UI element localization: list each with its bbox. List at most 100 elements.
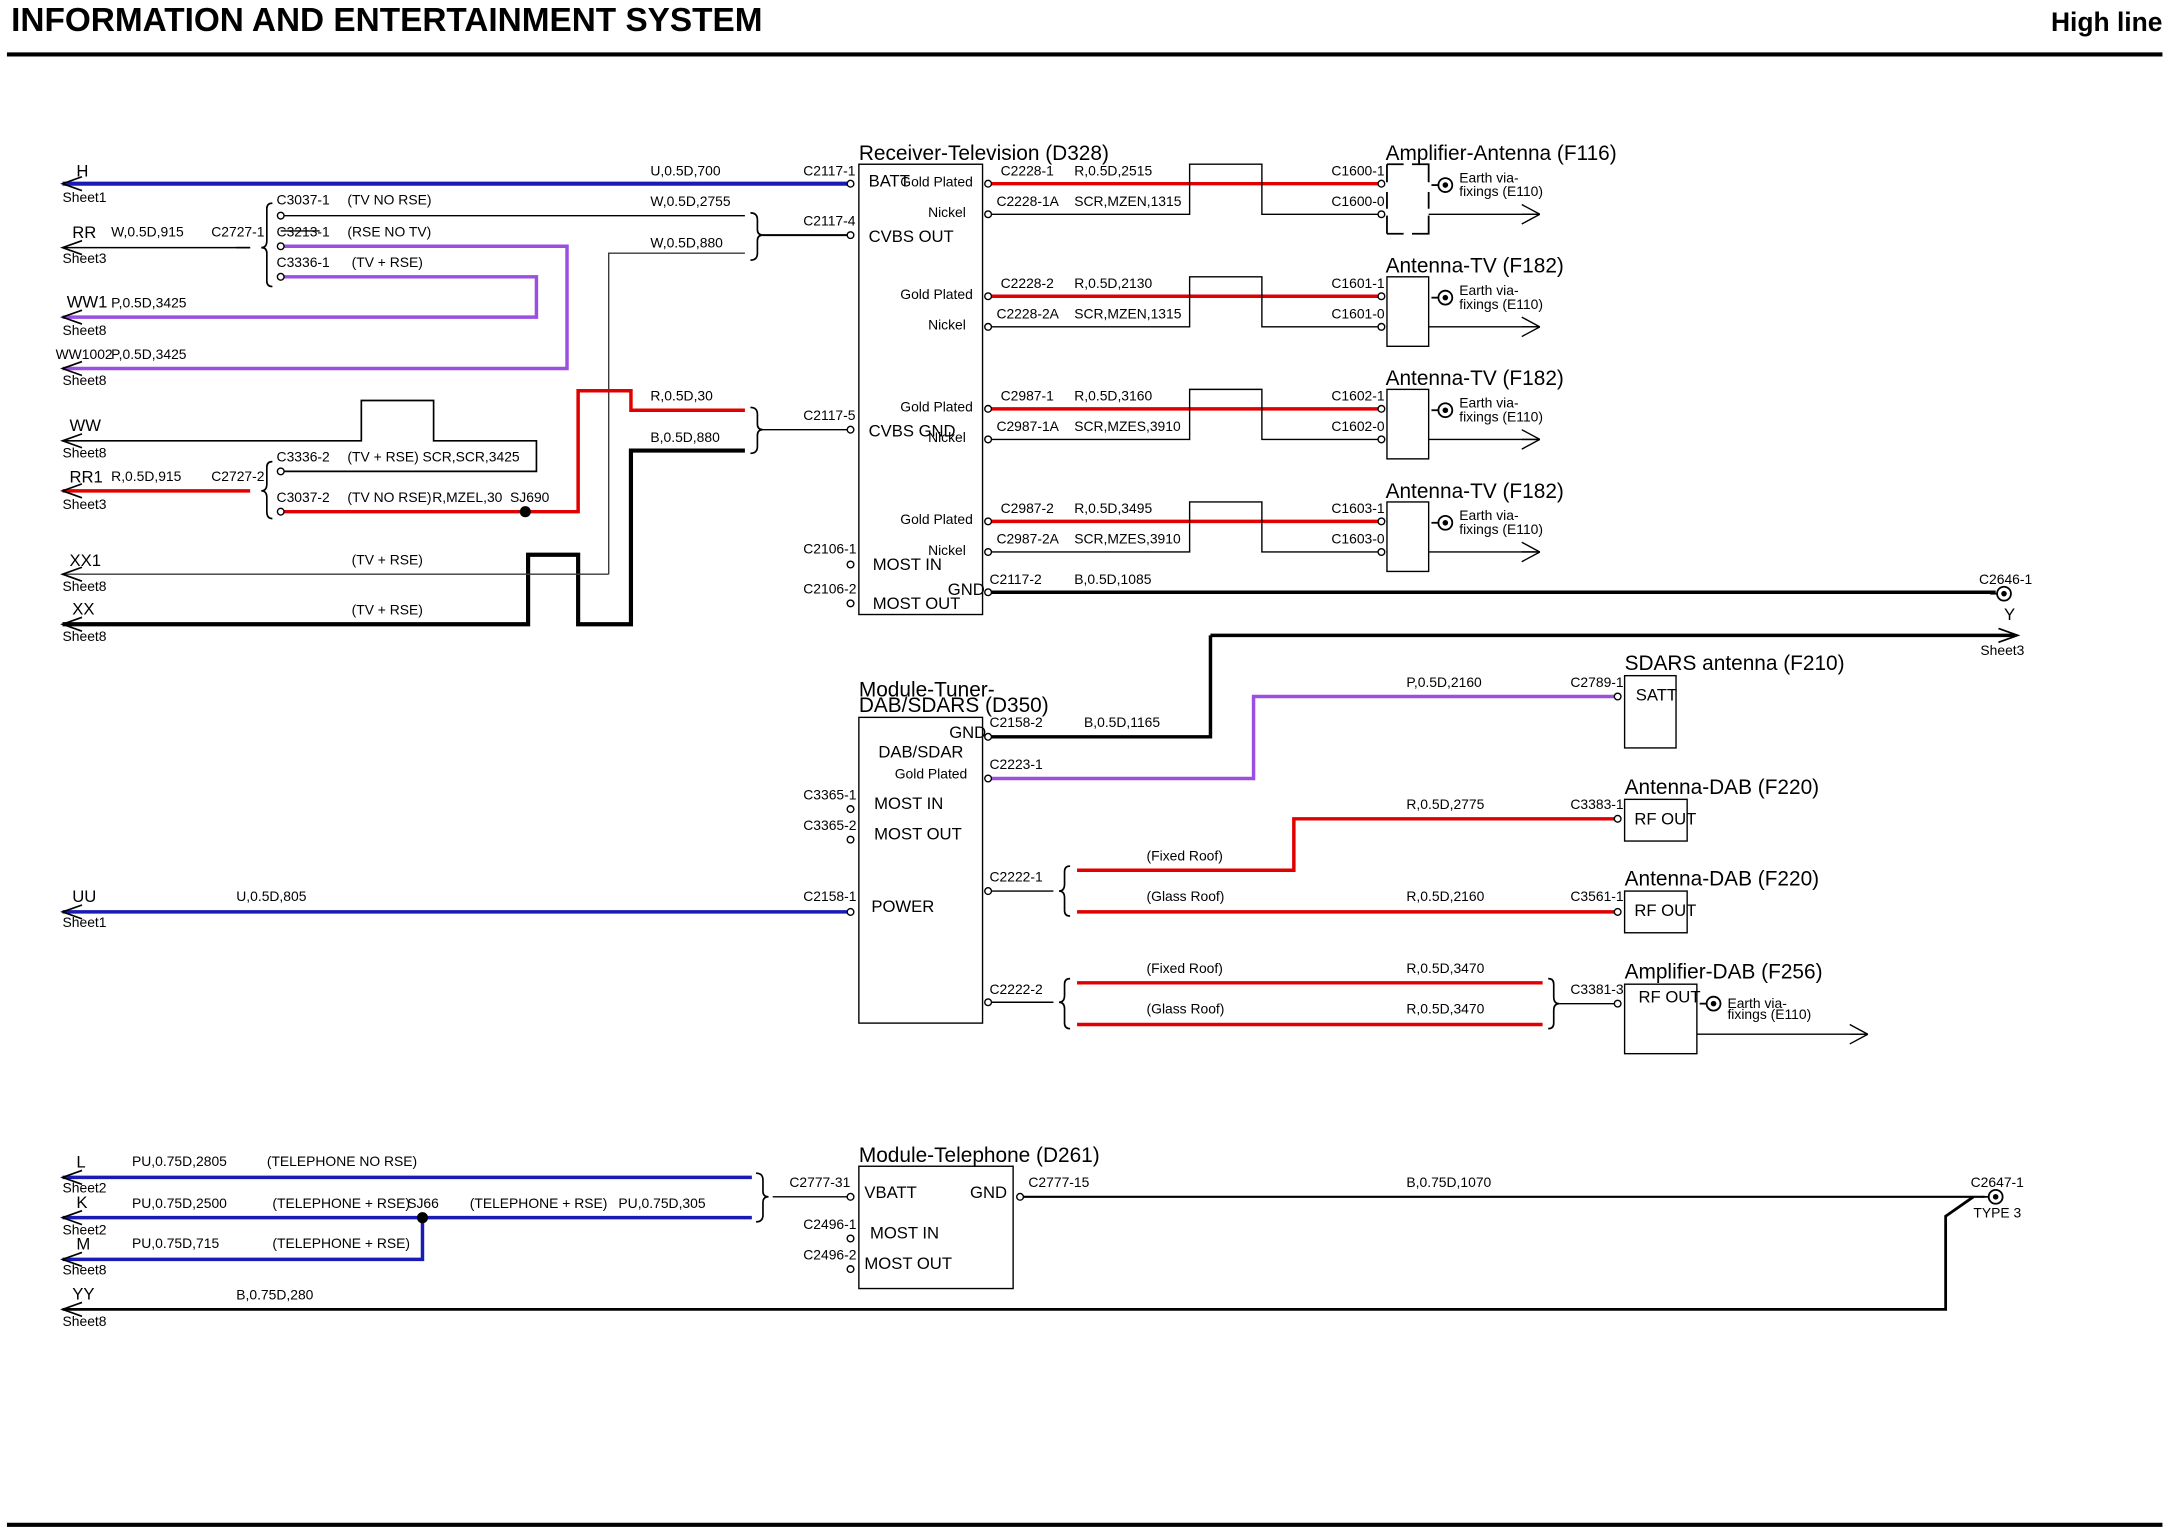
connector-id: C2228-2A — [996, 306, 1059, 322]
wire-screen — [989, 388, 1382, 441]
receiver-television-label: Receiver-Television (D328) — [859, 142, 1109, 165]
connector-terminal-icon — [846, 1192, 855, 1201]
earth-label: Earth via- — [1727, 995, 1786, 1011]
connector-id: C2777-15 — [1028, 1174, 1089, 1190]
connector-terminal-icon — [1377, 404, 1386, 413]
connector-terminal-icon — [1613, 907, 1622, 916]
pin-gnd: GND — [949, 723, 986, 742]
offpage-label: XX1 — [69, 551, 100, 570]
pin-most-out: MOST OUT — [874, 825, 962, 844]
connector-id: C2228-1 — [1001, 162, 1055, 178]
wire-spec: PU,0.75D,305 — [618, 1195, 705, 1211]
wire-spec: P,0.5D,2160 — [1406, 674, 1482, 690]
offpage-sheet: Sheet8 — [63, 578, 107, 594]
offpage-label: Y — [2004, 605, 2015, 624]
wire-spec: B,0.5D,1085 — [1074, 571, 1151, 587]
offpage-sheet: Sheet8 — [63, 322, 107, 338]
connector-terminal-icon — [846, 805, 855, 814]
off-page-arrow-icon — [60, 1169, 83, 1186]
connector-id: C1601-0 — [1331, 306, 1385, 322]
offpage-label: WW1002 — [56, 346, 113, 362]
connector-terminal-icon — [984, 998, 993, 1007]
connector-terminal-icon — [846, 1234, 855, 1243]
amplifier-antenna-label: Amplifier-Antenna (F116) — [1386, 142, 1617, 165]
wire-spec: P,0.5D,3425 — [111, 294, 187, 310]
connector-id: C2106-1 — [803, 540, 857, 556]
connector-id: C2496-2 — [803, 1246, 857, 1262]
brace — [755, 1172, 769, 1223]
connector-terminal-icon — [846, 1265, 855, 1274]
earth-label: Earth via- — [1459, 507, 1518, 523]
splice-dot-icon — [519, 506, 531, 518]
off-page-arrow-icon — [60, 1251, 83, 1268]
connector-id: C2777-31 — [789, 1174, 850, 1190]
off-page-arrow-icon — [60, 239, 83, 256]
antenna-tv-label: Antenna-TV (F182) — [1386, 255, 1564, 278]
pin-gnd: GND — [948, 580, 985, 599]
antenna-tv-box — [1386, 501, 1430, 573]
connector-terminal-icon — [984, 435, 993, 444]
wire-black — [989, 635, 1213, 739]
brace — [261, 460, 273, 520]
wire-spec: W,0.5D,915 — [111, 224, 184, 240]
offpage-label: M — [76, 1235, 90, 1254]
finish-label: Gold Plated — [900, 399, 973, 415]
off-page-arrow-icon — [60, 483, 83, 499]
earth-label: Earth via- — [1459, 282, 1518, 298]
splice-id: SJ66 — [407, 1195, 439, 1211]
connector-id: C2987-1 — [1001, 387, 1055, 403]
connector-terminal-icon — [276, 272, 285, 281]
connector-id: C2223-1 — [989, 756, 1043, 772]
pin-most-in: MOST IN — [874, 794, 943, 813]
finish-label: Nickel — [928, 542, 966, 558]
off-page-connectors — [60, 175, 2021, 1318]
connector-terminal-icon — [846, 179, 855, 188]
connector-terminal-icon — [1377, 179, 1386, 188]
earth-label: fixings (E110) — [1459, 296, 1543, 312]
off-page-arrow-icon — [1998, 627, 2021, 644]
connector-terminal-icon — [276, 211, 285, 220]
satt-pin: SATT — [1636, 686, 1677, 705]
connector-id: C2117-1 — [803, 162, 855, 178]
condition-label: (RSE NO TV) — [347, 224, 431, 240]
offpage-sheet: Sheet8 — [63, 444, 107, 460]
connector-id: TYPE 3 — [1973, 1205, 2021, 1221]
connector-id: C3037-2 — [277, 489, 331, 505]
condition-label: (TV + RSE) — [352, 551, 423, 567]
finish-label: Nickel — [928, 317, 966, 333]
antenna-tv-box — [1386, 388, 1430, 460]
connector-terminal-icon — [846, 560, 855, 569]
connector-terminal-icon — [984, 732, 993, 741]
connector-id: C1600-0 — [1331, 193, 1385, 209]
connector-terminal-icon — [1377, 322, 1386, 331]
connector-id: C1602-0 — [1331, 418, 1385, 434]
connector-terminal-icon — [984, 404, 993, 413]
brace — [750, 212, 764, 261]
wire-spec: P,0.5D,3425 — [111, 346, 187, 362]
wire-spec: W,0.5D,880 — [650, 235, 723, 251]
wire-spec: R,MZEL,30 — [432, 489, 502, 505]
wire-spec: R,0.5D,2775 — [1406, 796, 1484, 812]
offpage-label: WW — [69, 416, 101, 435]
offpage-label: RR1 — [69, 467, 102, 486]
wire-spec: U,0.5D,700 — [650, 162, 720, 178]
connector-id: C1603-1 — [1331, 500, 1385, 516]
wire-spec: B,0.5D,880 — [650, 429, 720, 445]
telephone-module-box — [858, 1165, 1014, 1290]
condition-label: (TV NO RSE) — [347, 192, 431, 208]
connector-terminal-icon — [984, 887, 993, 896]
wire-screen — [989, 163, 1382, 215]
finish-label: Nickel — [928, 204, 966, 220]
connector-terminal-icon — [1613, 999, 1622, 1008]
finish-label: Gold Plated — [895, 766, 968, 782]
wire-spec: SCR,MZES,3910 — [1074, 418, 1181, 434]
connector-terminal-icon — [846, 425, 855, 434]
condition-label: (Fixed Roof) — [1147, 848, 1223, 864]
pin-cvbs-out: CVBS OUT — [869, 227, 954, 246]
connector-id: C2117-4 — [803, 212, 855, 228]
connector-id: C2222-1 — [989, 868, 1043, 884]
wire-spec: SCR,MZES,3910 — [1074, 531, 1181, 547]
wire-spec: R,0.5D,3160 — [1074, 387, 1152, 403]
offpage-sheet: Sheet3 — [1980, 642, 2024, 658]
